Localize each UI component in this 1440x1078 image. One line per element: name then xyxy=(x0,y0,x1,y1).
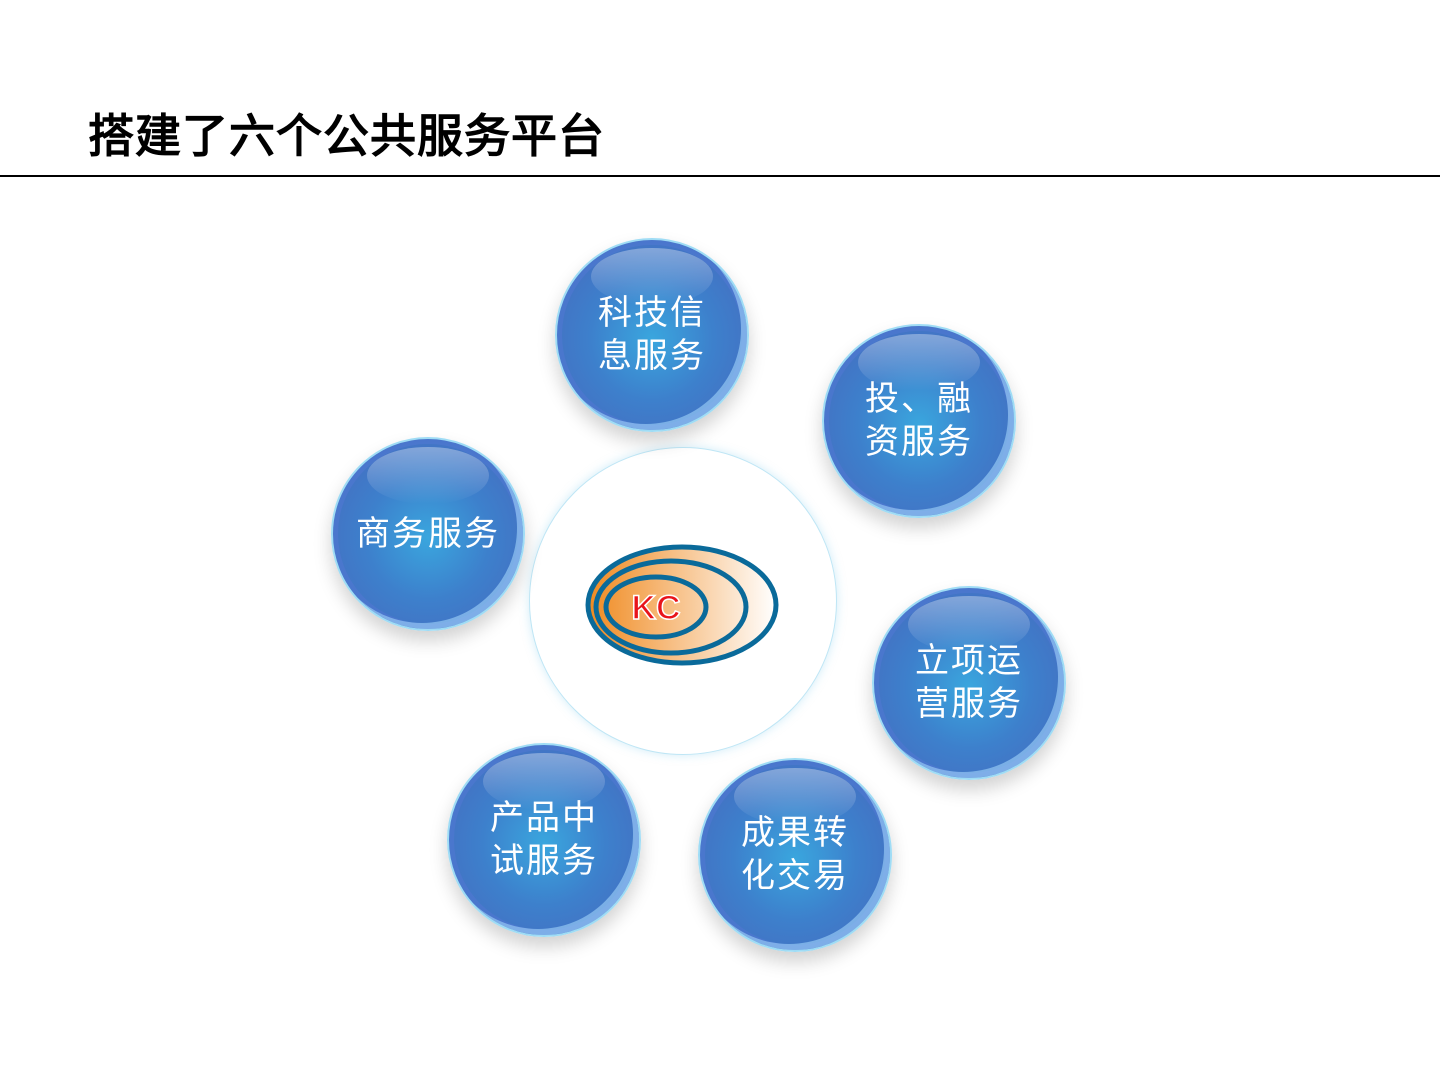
platform-label: 商务服务 xyxy=(356,513,500,554)
platform-label: 成果转 xyxy=(741,813,849,853)
logo-text: KC xyxy=(631,589,680,627)
platform-tech-info: 科技信 息服务 xyxy=(555,238,749,432)
platform-label: 资服务 xyxy=(865,422,973,462)
platform-business: 商务服务 xyxy=(331,437,525,631)
page-title: 搭建了六个公共服务平台 xyxy=(88,109,605,163)
platform-label: 营服务 xyxy=(915,684,1023,724)
platform-label: 试服务 xyxy=(490,841,598,881)
platform-tech-transfer: 成果转 化交易 xyxy=(698,758,892,952)
platform-label: 产品中 xyxy=(490,798,598,838)
platform-pilot-test: 产品中 试服务 xyxy=(447,743,641,937)
platform-label: 科技信 xyxy=(598,293,706,333)
title-divider xyxy=(0,175,1440,177)
platform-label: 投、融 xyxy=(865,379,973,419)
platform-label: 化交易 xyxy=(741,856,849,896)
platform-investment-financing: 投、融 资服务 xyxy=(822,324,1016,518)
platform-label: 息服务 xyxy=(598,336,706,376)
kc-logo: KC xyxy=(585,544,779,666)
platform-project-operation: 立项运 营服务 xyxy=(872,586,1066,780)
platform-label: 立项运 xyxy=(915,641,1023,681)
